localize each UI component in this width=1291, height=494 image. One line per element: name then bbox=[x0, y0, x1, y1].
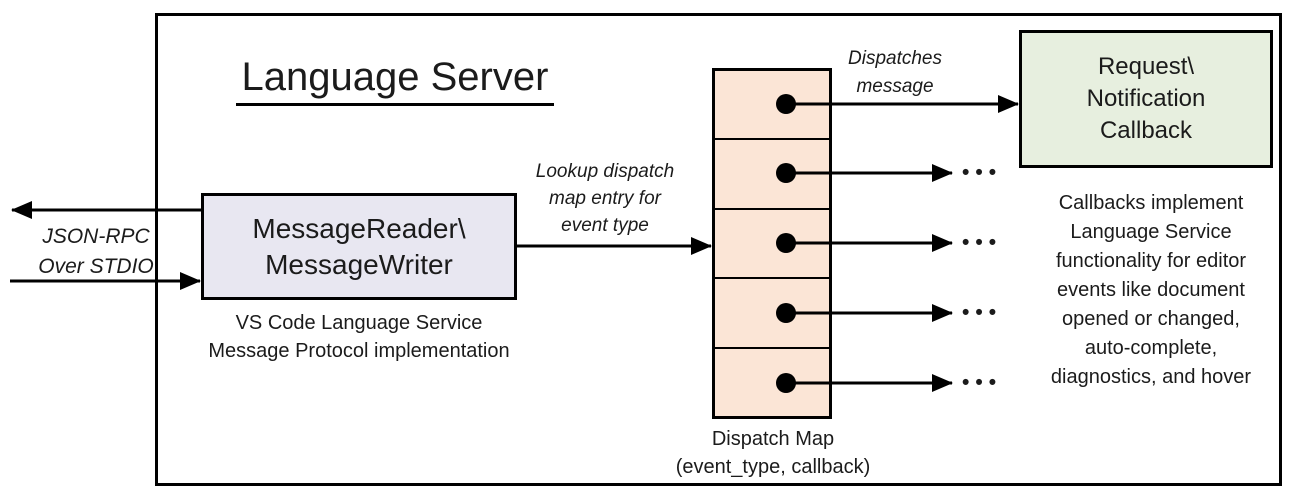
reader-box-caption-line1: VS Code Language Service bbox=[235, 312, 483, 334]
callbacks-note-line1: Callbacks implement bbox=[1058, 192, 1244, 214]
callbacks-note-line2: Language Service bbox=[1070, 221, 1232, 243]
message-reader-label: MessageReader\ bbox=[252, 212, 466, 244]
lookup-dispatch-label: Lookup dispatch map entry for event type bbox=[512, 158, 698, 239]
ellipsis-row-5: ••• bbox=[962, 371, 1003, 394]
callbacks-note-line5: opened or changed, bbox=[1062, 308, 1240, 330]
dispatch-map-caption: Dispatch Map (event_type, callback) bbox=[648, 425, 898, 481]
reader-box-caption: VS Code Language Service Message Protoco… bbox=[178, 309, 540, 365]
message-reader-writer-box: MessageReader\ MessageWriter bbox=[201, 193, 517, 300]
request-notification-callback-box: Request\ Notification Callback bbox=[1019, 30, 1273, 168]
ellipsis-row-2: ••• bbox=[962, 161, 1003, 184]
callback-box-line3: Callback bbox=[1099, 117, 1193, 144]
dispatch-map-caption-line1: Dispatch Map bbox=[711, 428, 835, 450]
callbacks-note-line3: functionality for editor bbox=[1055, 250, 1247, 272]
json-rpc-stdio-label: JSON-RPC Over STDIO bbox=[10, 222, 182, 282]
dispatch-map bbox=[712, 68, 832, 419]
lookup-dispatch-label-line2: map entry for bbox=[549, 188, 661, 209]
reader-box-caption-line2: Message Protocol implementation bbox=[208, 340, 510, 362]
callback-box-line1: Request\ bbox=[1097, 53, 1195, 80]
dispatch-map-caption-line2: (event_type, callback) bbox=[675, 456, 871, 478]
json-rpc-stdio-label-line2: Over STDIO bbox=[38, 255, 154, 278]
dispatch-map-cell bbox=[715, 140, 829, 210]
dispatch-map-cell bbox=[715, 210, 829, 280]
dispatches-message-label-line2: message bbox=[856, 76, 934, 97]
dispatch-map-cell bbox=[715, 71, 829, 141]
dispatch-map-cell bbox=[715, 349, 829, 416]
ellipsis-row-4: ••• bbox=[962, 301, 1003, 324]
language-server-outer-box bbox=[155, 13, 1282, 486]
lookup-dispatch-label-line1: Lookup dispatch bbox=[535, 161, 675, 182]
lookup-dispatch-label-line3: event type bbox=[561, 215, 649, 236]
callbacks-note: Callbacks implement Language Service fun… bbox=[1022, 189, 1280, 392]
message-writer-label: MessageWriter bbox=[265, 248, 453, 280]
dispatch-map-cell bbox=[715, 279, 829, 349]
callbacks-note-line4: events like document bbox=[1057, 279, 1245, 301]
callback-box-line2: Notification bbox=[1086, 85, 1206, 112]
json-rpc-stdio-label-line1: JSON-RPC bbox=[42, 225, 150, 248]
dispatches-message-label: Dispatches message bbox=[820, 45, 970, 101]
diagram-title: Language Server bbox=[235, 56, 555, 106]
dispatches-message-label-line1: Dispatches bbox=[848, 48, 942, 69]
callbacks-note-line7: diagnostics, and hover bbox=[1050, 366, 1252, 388]
diagram-title-wrap: Language Server bbox=[200, 56, 590, 106]
callbacks-note-line6: auto-complete, bbox=[1084, 337, 1218, 359]
ellipsis-row-3: ••• bbox=[962, 231, 1003, 254]
